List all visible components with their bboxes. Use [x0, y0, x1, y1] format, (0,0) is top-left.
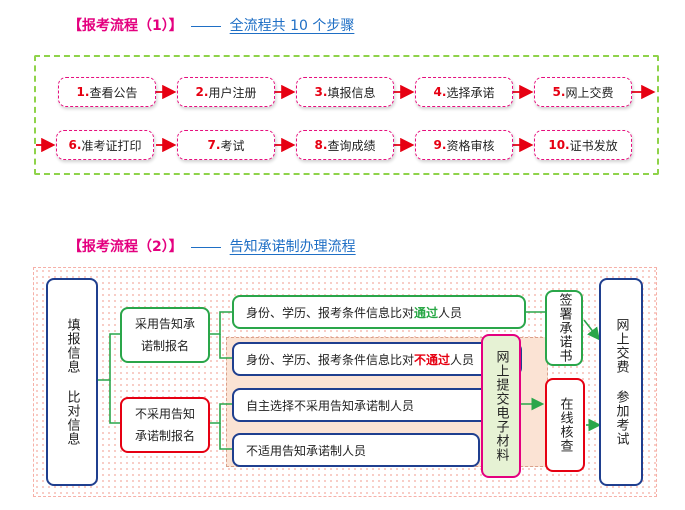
step-9: 9.资格审核 — [415, 130, 513, 160]
fail-row: 身份、学历、报考条件信息比对不通过人员 — [232, 342, 522, 376]
step-6: 6.准考证打印 — [56, 130, 154, 160]
online-check-box: 在线核查 — [545, 378, 585, 472]
upload-materials-box: 网上提交电子材料 — [481, 334, 521, 478]
sign-commitment-box: 签署承诺书 — [545, 290, 583, 366]
section1-subtitle: 全流程共 10 个步骤 — [229, 18, 355, 34]
step-4: 4.选择承诺 — [415, 77, 513, 107]
pay-and-exam-box: 网上交费 参加考试 — [599, 278, 643, 486]
section1-header: 【报考流程（1）】 全流程共 10 个步骤 — [68, 15, 354, 35]
pass-row: 身份、学历、报考条件信息比对通过人员 — [232, 295, 526, 329]
section2-subtitle: 告知承诺制办理流程 — [229, 239, 356, 255]
step-7: 7.考试 — [177, 130, 275, 160]
step-3: 3.填报信息 — [296, 77, 394, 107]
steps-container — [34, 55, 659, 175]
fill-compare-box: 填报信息 比对信息 — [46, 278, 98, 486]
step-8: 8.查询成绩 — [296, 130, 394, 160]
self-select-row: 自主选择不采用告知承诺制人员 — [232, 388, 520, 422]
section2-label: 【报考流程（2）】 — [68, 239, 183, 255]
header-line — [191, 25, 222, 27]
step-10: 10.证书发放 — [534, 130, 632, 160]
not-applicable-row: 不适用告知承诺制人员 — [232, 433, 480, 467]
not-adopt-box: 不采用告知承诺制报名 — [120, 397, 210, 453]
step-5: 5.网上交费 — [534, 77, 632, 107]
step-2: 2.用户注册 — [177, 77, 275, 107]
adopt-box: 采用告知承诺制报名 — [120, 307, 210, 363]
header-line — [191, 246, 222, 248]
step-1: 1.查看公告 — [58, 77, 156, 107]
section2-header: 【报考流程（2）】 告知承诺制办理流程 — [68, 236, 356, 256]
section1-label: 【报考流程（1）】 — [68, 18, 183, 34]
